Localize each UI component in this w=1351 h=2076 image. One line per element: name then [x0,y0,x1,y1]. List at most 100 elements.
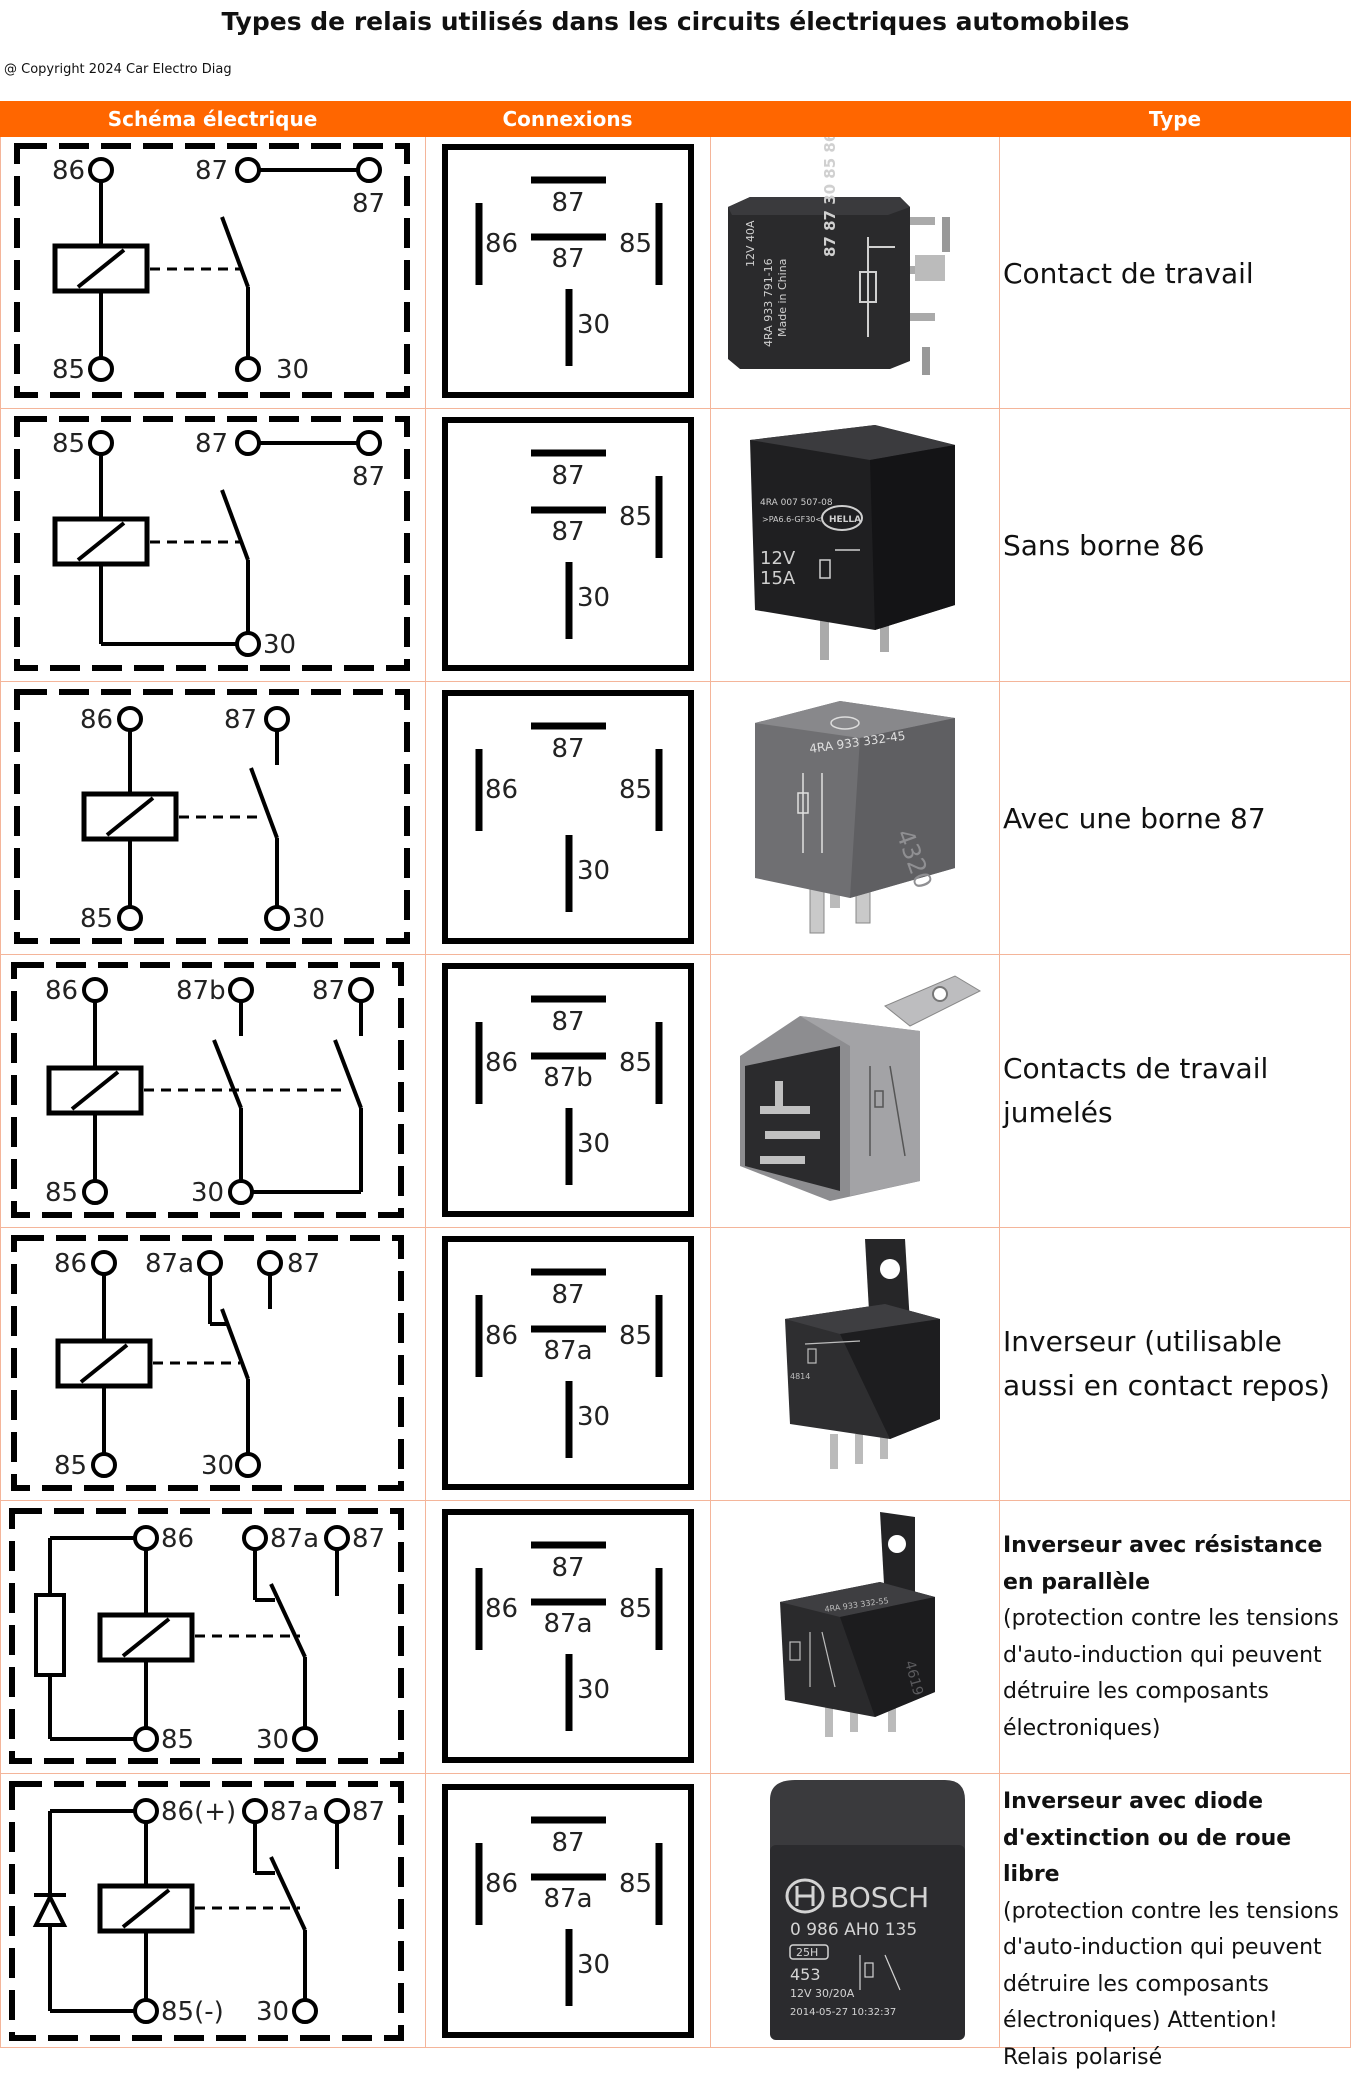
relay-photo-row-1: 12V 40A 4RA 933 791-16 Made in China 87 … [710,137,999,408]
connexion-label: 87a [543,1336,592,1366]
photo-text: 87 87 30 85 86 [821,137,839,257]
pin-label: 85 [161,1725,194,1755]
grid-line [999,137,1000,2048]
connexion-label: 85 [619,775,652,805]
connexions-diagram-row-5: 87 87a 86 85 30 [425,1229,710,1500]
photo-text: 12V 40A [744,220,757,267]
pin-label: 87 [224,705,257,735]
connexion-label: 85 [619,1869,652,1899]
pin-label: 30 [256,1997,289,2027]
connexion-label: 30 [577,1402,610,1432]
connexion-label: 86 [485,1321,518,1351]
connexion-label: 30 [577,856,610,886]
pin-label: 85 [80,904,113,934]
connexion-label: 86 [485,775,518,805]
connexion-label: 30 [577,1675,610,1705]
connexion-label: 85 [619,502,652,532]
schema-diagram-row-3: 86 85 87 30 [0,683,425,954]
relay-type-row-3: Avec une borne 87 [1003,797,1346,841]
grid-line [0,1227,1351,1228]
connexion-label: 87 [551,188,584,218]
pin-label: 85 [54,1451,87,1481]
connexion-label: 87 [551,461,584,491]
pin-label: 87 [352,1797,385,1827]
connexion-label: 87 [551,517,584,547]
photo-text: Made in China [776,259,789,337]
connexion-label: 30 [577,310,610,340]
connexion-label: 85 [619,229,652,259]
relay-type-description: (protection contre les tensions d'auto-i… [1003,1894,1346,2076]
pin-label: 87 [287,1249,320,1279]
header-photo [710,101,999,137]
connexion-label: 87 [551,1553,584,1583]
relay-type-row-7: Inverseur avec diode d'extinction ou de … [1003,1784,1346,2076]
connexion-label: 30 [577,1950,610,1980]
pin-label: 86 [80,705,113,735]
pin-label: 85 [45,1178,78,1208]
connexion-label: 87 [551,1007,584,1037]
schema-diagram-row-4: 86 85 87b 87 30 [0,956,425,1227]
pin-label: 85 [52,355,85,385]
relay-photo-row-5: 4814 [710,1229,999,1500]
pin-label: 30 [276,355,309,385]
pin-label: 86(+) [161,1797,236,1827]
page-title: Types de relais utilisés dans les circui… [0,4,1351,40]
relay-type-title: Inverseur avec résistance en parallèle [1003,1533,1322,1595]
pin-label: 85 [52,429,85,459]
connexion-label: 85 [619,1048,652,1078]
photo-text: 4RA 933 791-16 [762,258,775,347]
schema-diagram-row-7: 86(+) 85(-) 87a 87 30 [0,1775,425,2046]
connexions-diagram-row-6: 87 87a 86 85 30 [425,1502,710,1773]
grid-line [0,1500,1351,1501]
pin-label: 86 [161,1524,194,1554]
pin-label: 87a [145,1249,194,1279]
pin-label: 87 [352,1524,385,1554]
connexion-label: 87a [543,1884,592,1914]
connexion-label: 87 [551,1828,584,1858]
connexion-label: 86 [485,1594,518,1624]
pin-label: 87 [195,429,228,459]
relay-photo-row-3: 4RA 933 332-45 4320 [710,683,999,954]
photo-text: 12V 30/20A [790,1987,855,2000]
photo-text: 12V [760,548,796,569]
pin-label: 87a [270,1524,319,1554]
pin-label: 87 [195,156,228,186]
connexions-diagram-row-7: 87 87a 86 85 30 [425,1775,710,2046]
connexion-label: 30 [577,1129,610,1159]
relay-type-row-4: Contacts de travail jumelés [1003,1047,1346,1135]
photo-text: 4814 [790,1372,810,1381]
grid-line [0,681,1351,682]
connexion-label: 87 [551,1280,584,1310]
connexion-label: 86 [485,229,518,259]
pin-label: 30 [201,1451,234,1481]
relay-type-description: (protection contre les tensions d'auto-i… [1003,1601,1346,1747]
photo-text: 4RA 007 507-08 [760,498,833,508]
connexion-label: 85 [619,1321,652,1351]
relay-photo-row-7: BOSCH 0 986 AH0 135 25H 453 12V 30/20A 2… [710,1775,999,2046]
connexions-diagram-row-1: 87 87 86 85 30 [425,137,710,408]
pin-label: 30 [292,904,325,934]
connexion-label: 30 [577,583,610,613]
relay-type-row-1: Contact de travail [1003,252,1346,296]
pin-label: 30 [263,630,296,660]
connexion-label: 87a [543,1609,592,1639]
schema-diagram-row-2: 85 87 87 30 [0,410,425,681]
photo-text: 25H [796,1946,818,1959]
pin-label: 87 [352,462,385,492]
photo-text: HELLA [829,515,861,525]
pin-label: 30 [191,1178,224,1208]
grid-line [0,954,1351,955]
connexion-label: 85 [619,1594,652,1624]
connexion-label: 86 [485,1048,518,1078]
header-type: Type [999,101,1351,137]
relay-type-title: Inverseur avec diode d'extinction ou de … [1003,1789,1291,1887]
grid-line [0,1773,1351,1774]
relay-photo-row-2: 4RA 007 507-08 >PA6.6-GF30< HELLA 12V 15… [710,410,999,681]
grid-line [0,408,1351,409]
photo-text: 0 986 AH0 135 [790,1920,917,1940]
pin-label: 87a [270,1797,319,1827]
header-connexions: Connexions [425,101,710,137]
brand-logo: BOSCH [830,1881,929,1914]
pin-label: 87 [312,976,345,1006]
connexion-label: 87b [543,1063,593,1093]
